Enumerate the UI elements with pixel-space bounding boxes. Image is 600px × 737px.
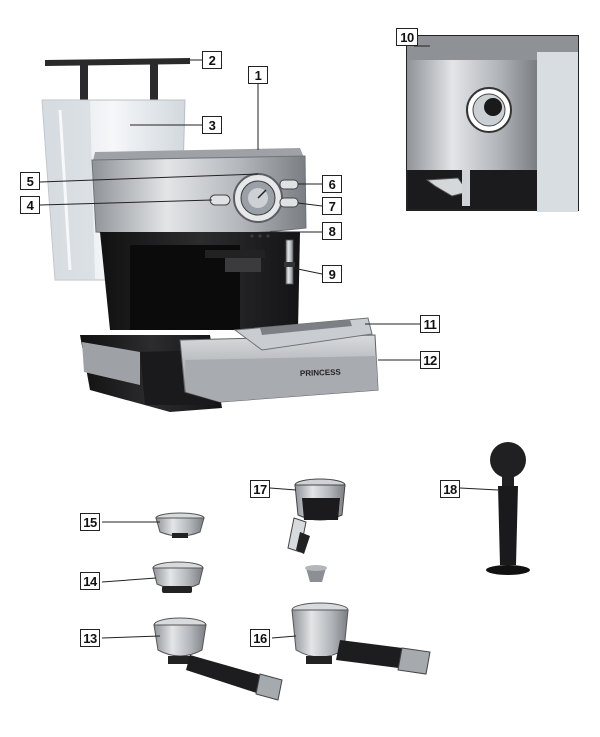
callout-9: 9 [322, 265, 342, 283]
knob-detail-inset [406, 35, 579, 212]
single-cup-button [279, 179, 299, 190]
coffee-tamper [486, 442, 530, 575]
filter-basket-single [155, 512, 205, 538]
callout-1: 1 [248, 66, 268, 84]
leader-lines [39, 45, 499, 639]
filter-basket-double [152, 561, 204, 593]
portafilter-single [153, 617, 283, 701]
power-button [209, 194, 231, 206]
callout-3: 3 [202, 116, 222, 134]
espresso-machine: PRINCESS [41, 58, 379, 412]
brewing-head [225, 258, 261, 272]
callout-18: 18 [440, 480, 460, 498]
water-tank-lid [45, 58, 190, 66]
callout-14: 14 [80, 572, 100, 590]
callout-2: 2 [202, 51, 222, 69]
portafilter-double [291, 602, 431, 675]
callout-11: 11 [420, 315, 440, 333]
callout-7: 7 [322, 197, 342, 215]
callout-5: 5 [20, 172, 40, 190]
brand-label: PRINCESS [300, 368, 342, 378]
lid-hinge-left [80, 64, 88, 106]
callout-10: 10 [396, 28, 418, 46]
callout-6: 6 [322, 175, 342, 193]
callout-16: 16 [250, 629, 270, 647]
callout-12: 12 [420, 351, 440, 369]
lid-hinge-right [150, 64, 158, 106]
callout-17: 17 [250, 480, 270, 498]
callout-13: 13 [80, 629, 100, 647]
callout-8: 8 [322, 222, 342, 240]
coffee-capsule [305, 565, 327, 582]
callout-4: 4 [20, 196, 40, 214]
callout-15: 15 [80, 513, 100, 531]
capsule-adapter [287, 478, 346, 554]
double-cup-button [279, 197, 299, 208]
